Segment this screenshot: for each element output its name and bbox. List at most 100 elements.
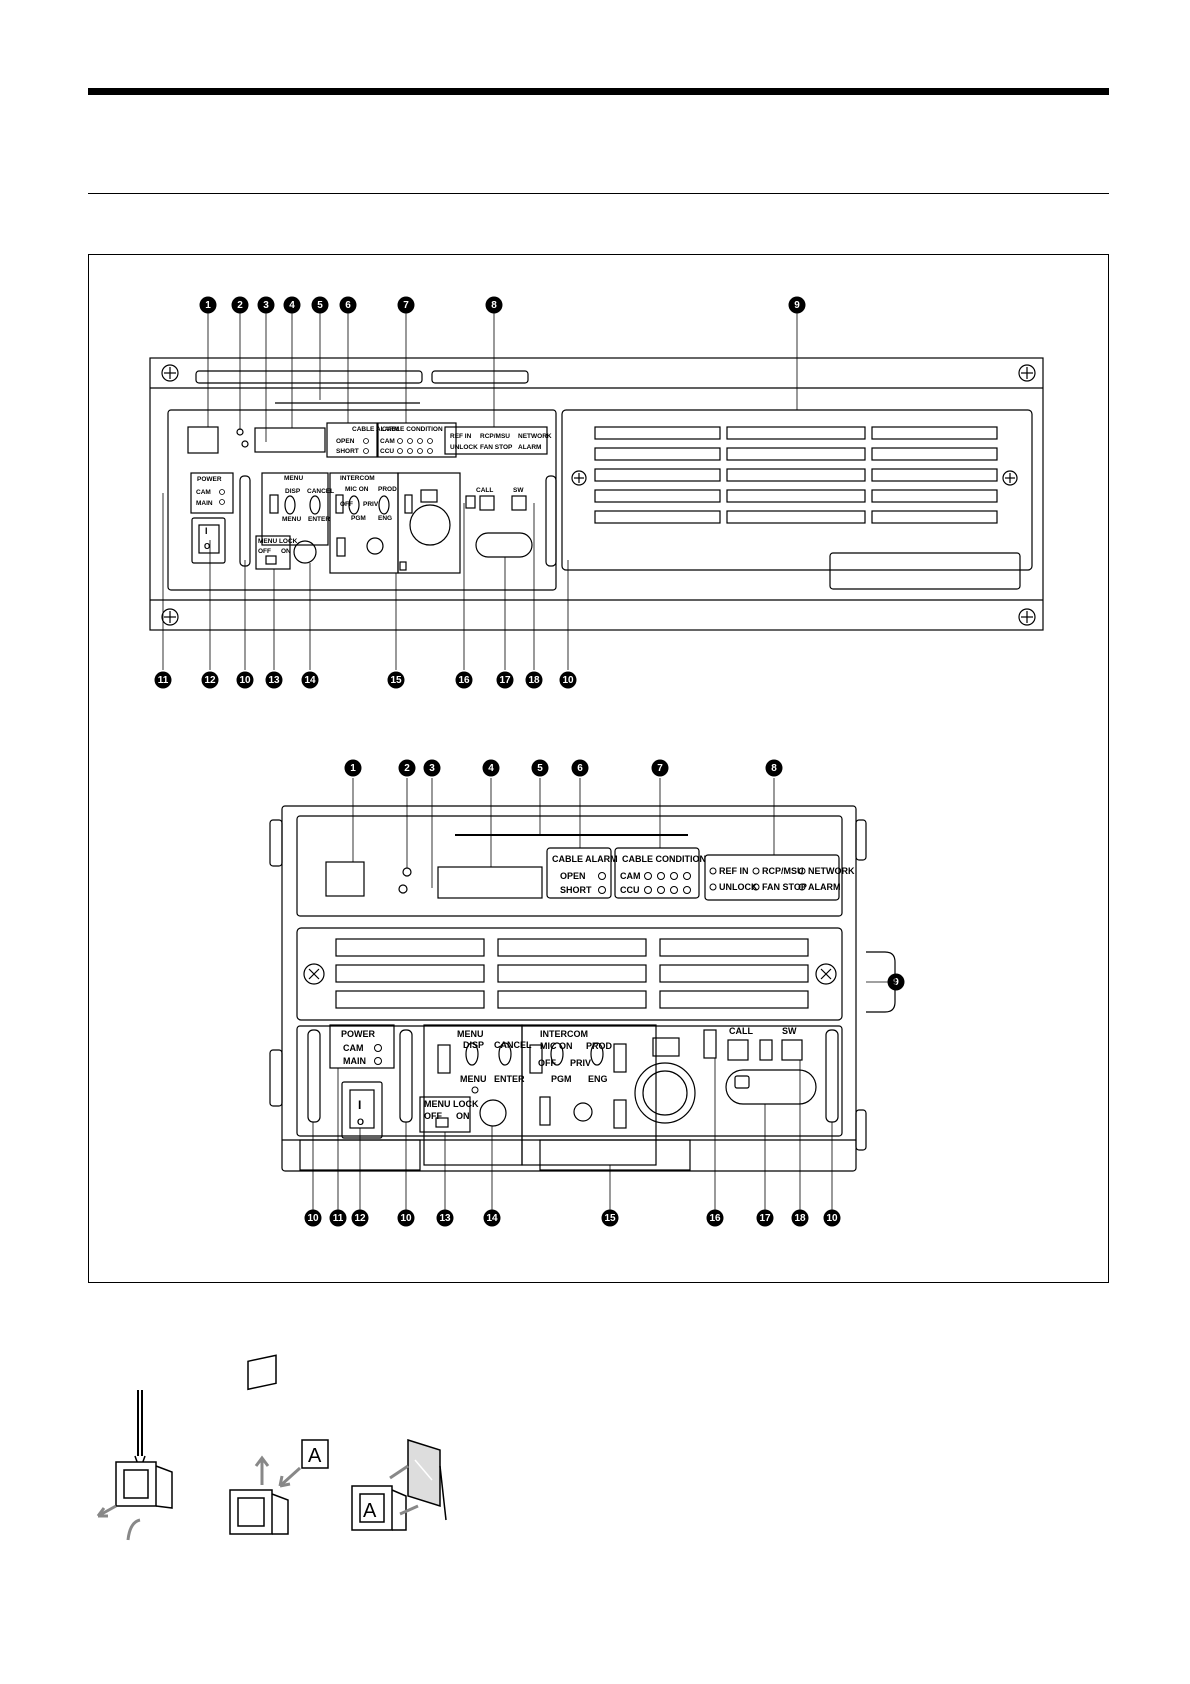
callout-marker-circle <box>483 1209 501 1227</box>
disp-label-2: DISP <box>463 1040 484 1050</box>
menu-lock-off-label-2: OFF <box>424 1111 442 1121</box>
callout-number: 4 <box>488 763 494 774</box>
callout-number: 2 <box>237 300 243 311</box>
network-label-2: NETWORK <box>808 866 855 876</box>
callout-marker-circle <box>423 759 441 777</box>
callout-number: 17 <box>499 675 511 686</box>
callout-number: 5 <box>537 763 543 774</box>
callout-number: 8 <box>771 763 777 774</box>
alarm-label-2: ALARM <box>808 882 841 892</box>
callout-marker-circle <box>231 296 249 314</box>
menu-lock-on-label-2: ON <box>456 1111 470 1121</box>
switch-off-mark-2: O <box>357 1117 364 1127</box>
rack-screws <box>161 364 1036 626</box>
alarm-label-1: ALARM <box>518 444 541 451</box>
mic-off-label-1: OFF <box>340 501 353 508</box>
callout-marker-circle <box>398 759 416 777</box>
call-label-2: CALL <box>729 1026 753 1036</box>
indicator-leds-1 <box>219 438 433 505</box>
sw-label-1: SW <box>513 487 524 494</box>
step-3-illustration <box>351 1438 447 1531</box>
callout-marker-circle <box>887 973 905 991</box>
priv-label-2: PRIV <box>570 1058 591 1068</box>
cable-condition-label-2: CABLE CONDITION <box>622 854 706 864</box>
callout-marker-circle <box>531 759 549 777</box>
power-cam-label-1: CAM <box>196 489 211 496</box>
callout-number: 11 <box>158 675 169 686</box>
eng-label-2: ENG <box>588 1074 608 1084</box>
cam-label-1: CAM <box>380 438 395 445</box>
enter-label-2: ENTER <box>494 1074 525 1084</box>
callout-number: 9 <box>794 300 800 311</box>
callout-marker-circle <box>344 759 362 777</box>
portable-panel-outline <box>281 805 857 1172</box>
callout-number: 1 <box>350 763 356 774</box>
callout-number: 6 <box>577 763 583 774</box>
callout-marker-circle <box>791 1209 809 1227</box>
callout-marker-circle <box>351 1209 369 1227</box>
callout-marker-circle <box>387 671 405 689</box>
pgm-label-2: PGM <box>551 1074 572 1084</box>
portable-panel-labels: CABLE ALARM OPEN SHORT CABLE CONDITION C… <box>341 854 855 1127</box>
callout-marker-circle <box>436 1209 454 1227</box>
callout-marker-circle <box>236 671 254 689</box>
callout-marker-circle <box>329 1209 347 1227</box>
step-1-illustration <box>96 1390 173 1541</box>
menu-lock-label-1: MENU LOCK <box>258 538 298 545</box>
network-label-1: NETWORK <box>518 433 552 440</box>
callout-number: 14 <box>486 1213 498 1224</box>
short-label-2: SHORT <box>560 885 592 895</box>
menu-lock-label-2: MENU LOCK <box>424 1099 479 1109</box>
step-3-letter: A <box>363 1500 377 1522</box>
enter-label-1: ENTER <box>308 516 330 523</box>
callout-number: 10 <box>826 1213 838 1224</box>
step-2-illustration <box>229 1354 329 1535</box>
callout-marker-circle <box>756 1209 774 1227</box>
callout-number: 3 <box>429 763 435 774</box>
unlock-label-2: UNLOCK <box>719 882 758 892</box>
callout-marker-circle <box>651 759 669 777</box>
callout-number: 12 <box>354 1213 366 1224</box>
callout-marker-circle <box>201 671 219 689</box>
callout-marker-circle <box>525 671 543 689</box>
cap-replacement-illustrations <box>96 1354 447 1541</box>
callout-number: 15 <box>390 675 402 686</box>
cancel-label-2: CANCEL <box>494 1040 532 1050</box>
rcp-msu-label-2: RCP/MSU <box>762 866 804 876</box>
callout-marker-circle <box>301 671 319 689</box>
indicator-leds-2 <box>374 867 806 1094</box>
callout-marker-circle <box>397 296 415 314</box>
callout-number: 11 <box>333 1213 344 1224</box>
callout-marker-circle <box>397 1209 415 1227</box>
callout-marker-circle <box>601 1209 619 1227</box>
menu-lock-on-label-1: ON <box>281 548 291 555</box>
callout-number: 17 <box>759 1213 771 1224</box>
prod-label-1: PROD <box>378 486 397 493</box>
callout-number: 8 <box>491 300 497 311</box>
callout-marker-circle <box>482 759 500 777</box>
callout-marker-circle <box>496 671 514 689</box>
callout-marker-circle <box>257 296 275 314</box>
power-main-label-2: MAIN <box>343 1056 366 1066</box>
callout-number: 16 <box>458 675 470 686</box>
menu-sub-label-1: MENU <box>282 516 301 523</box>
mic-on-label-1: MIC ON <box>345 486 369 493</box>
callout-number: 13 <box>439 1213 451 1224</box>
callout-number: 13 <box>268 675 280 686</box>
eng-label-1: ENG <box>378 515 392 522</box>
cam-label-2: CAM <box>620 871 641 881</box>
callout-number: 16 <box>709 1213 721 1224</box>
callout-number: 7 <box>403 300 409 311</box>
intercom-label-2: INTERCOM <box>540 1029 588 1039</box>
callout-marker-circle <box>199 296 217 314</box>
cable-condition-label-1: CABLE CONDITION <box>382 426 443 433</box>
open-label-1: OPEN <box>336 438 355 445</box>
fan-stop-label-2: FAN STOP <box>762 882 807 892</box>
step-2-letter: A <box>308 1445 322 1467</box>
sw-label-2: SW <box>782 1026 797 1036</box>
callout-number: 2 <box>404 763 410 774</box>
cancel-label-1: CANCEL <box>307 488 334 495</box>
prod-label-2: PROD <box>586 1041 613 1051</box>
rack-panel-diagram <box>149 313 1044 670</box>
